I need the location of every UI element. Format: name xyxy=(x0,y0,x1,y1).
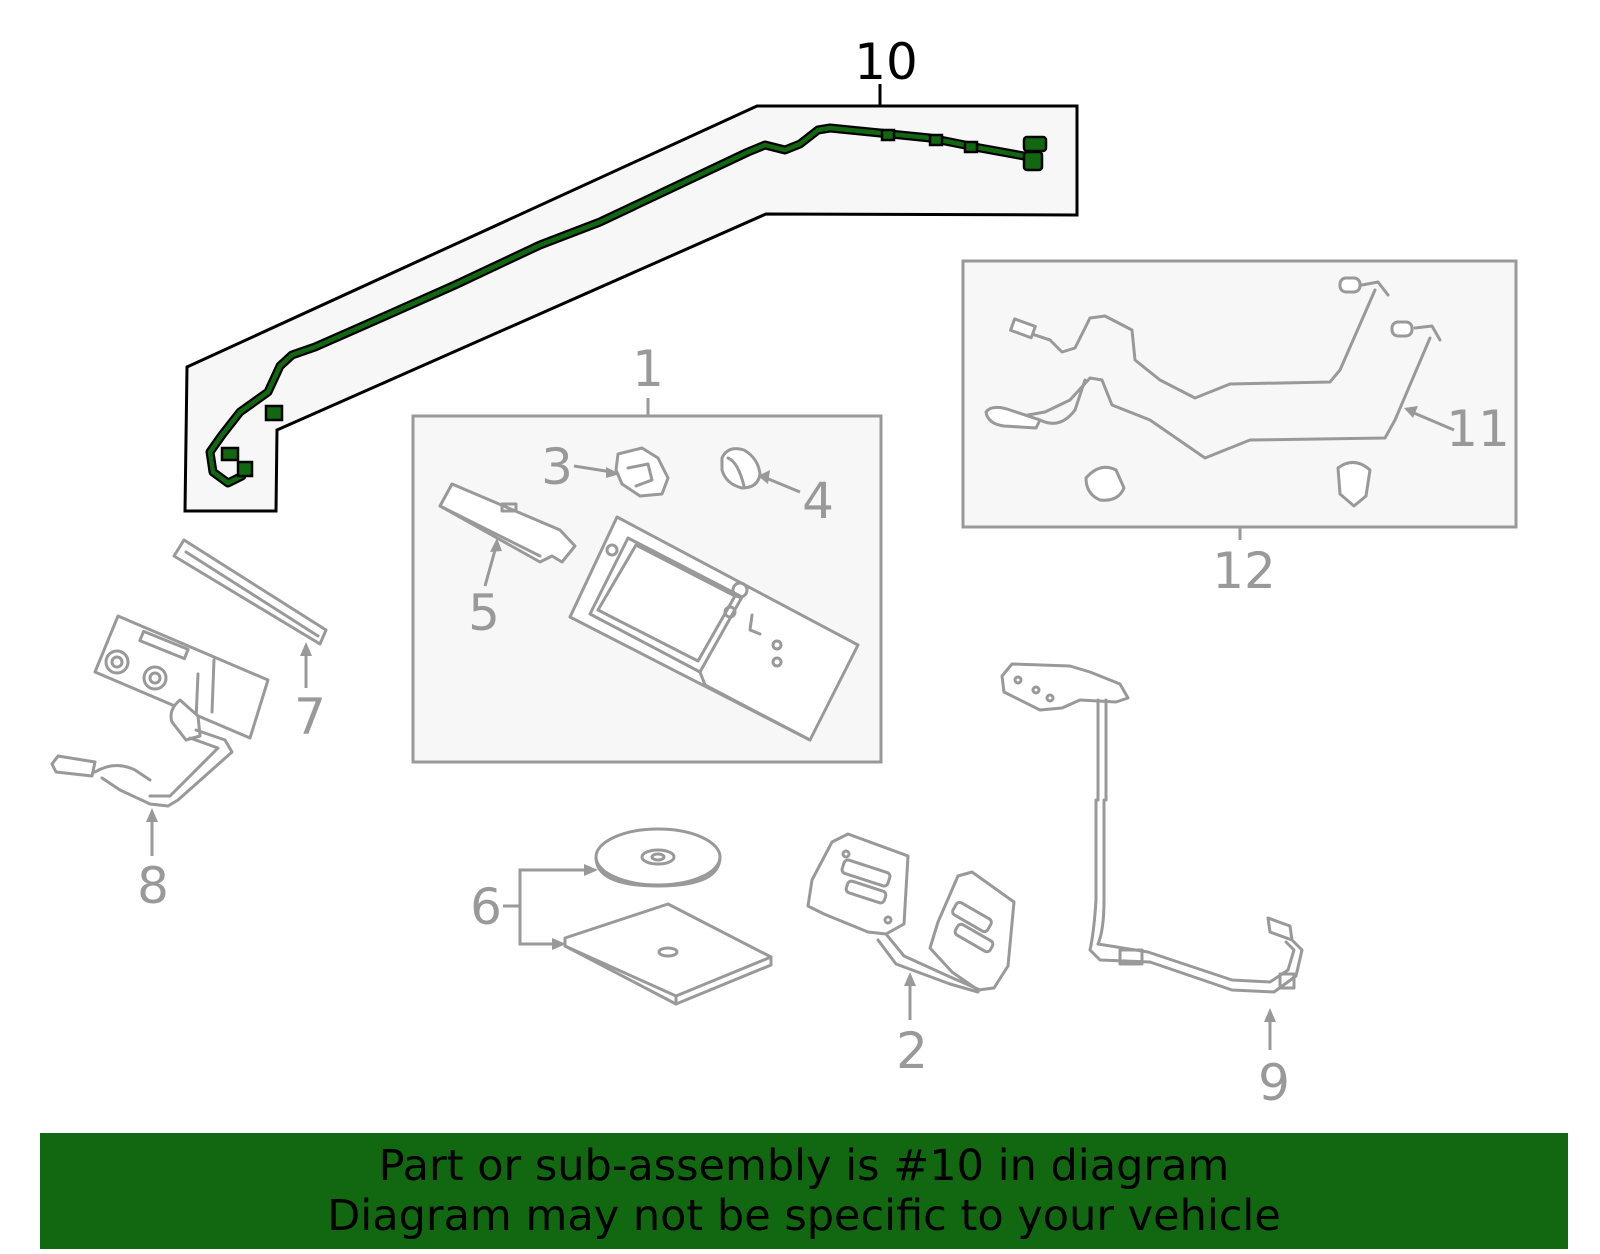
part-2-group[interactable]: 2 xyxy=(806,832,1016,1080)
callout-9[interactable]: 9 xyxy=(1258,1054,1290,1112)
part-10-outline xyxy=(183,104,1079,513)
part-8-group[interactable]: 8 xyxy=(50,614,270,915)
part-6-group[interactable]: 6 xyxy=(470,827,773,1006)
part-10-connectors xyxy=(220,128,1048,478)
part-6-drawing xyxy=(563,827,773,1006)
callout-3[interactable]: 3 xyxy=(541,438,573,496)
callout-7[interactable]: 7 xyxy=(294,688,326,746)
part-12-group[interactable]: 12 11 xyxy=(961,259,1518,600)
banner-line-2: Diagram may not be specific to your vehi… xyxy=(327,1191,1281,1241)
part-9-drawing xyxy=(1000,662,1304,994)
part-8-drawing xyxy=(50,614,270,808)
banner-line-1: Part or sub-assembly is #10 in diagram xyxy=(378,1141,1230,1191)
callout-11[interactable]: 11 xyxy=(1446,400,1510,458)
part-5-drawing xyxy=(438,482,577,564)
notice-banner: Part or sub-assembly is #10 in diagram D… xyxy=(40,1133,1568,1249)
part-9-group[interactable]: 9 xyxy=(1000,662,1304,1112)
callout-1[interactable]: 1 xyxy=(632,340,664,398)
callout-4[interactable]: 4 xyxy=(802,472,834,530)
callout-12[interactable]: 12 xyxy=(1212,542,1276,600)
part-4-drawing xyxy=(720,447,762,490)
callout-6[interactable]: 6 xyxy=(470,878,502,936)
part-1-group[interactable]: 1 5 3 xyxy=(411,340,883,764)
callout-5[interactable]: 5 xyxy=(468,584,500,642)
part-7-group[interactable]: 7 xyxy=(172,538,328,746)
head-unit-drawing xyxy=(568,515,860,742)
callout-2[interactable]: 2 xyxy=(896,1022,928,1080)
part-12-box xyxy=(961,259,1518,529)
part-10-group[interactable]: 10 xyxy=(183,33,1079,513)
callout-10[interactable]: 10 xyxy=(854,33,918,91)
part-2-drawing xyxy=(806,832,1016,994)
part-12-cables xyxy=(984,276,1442,508)
callout-8[interactable]: 8 xyxy=(137,857,169,915)
part-3-drawing xyxy=(614,446,670,498)
